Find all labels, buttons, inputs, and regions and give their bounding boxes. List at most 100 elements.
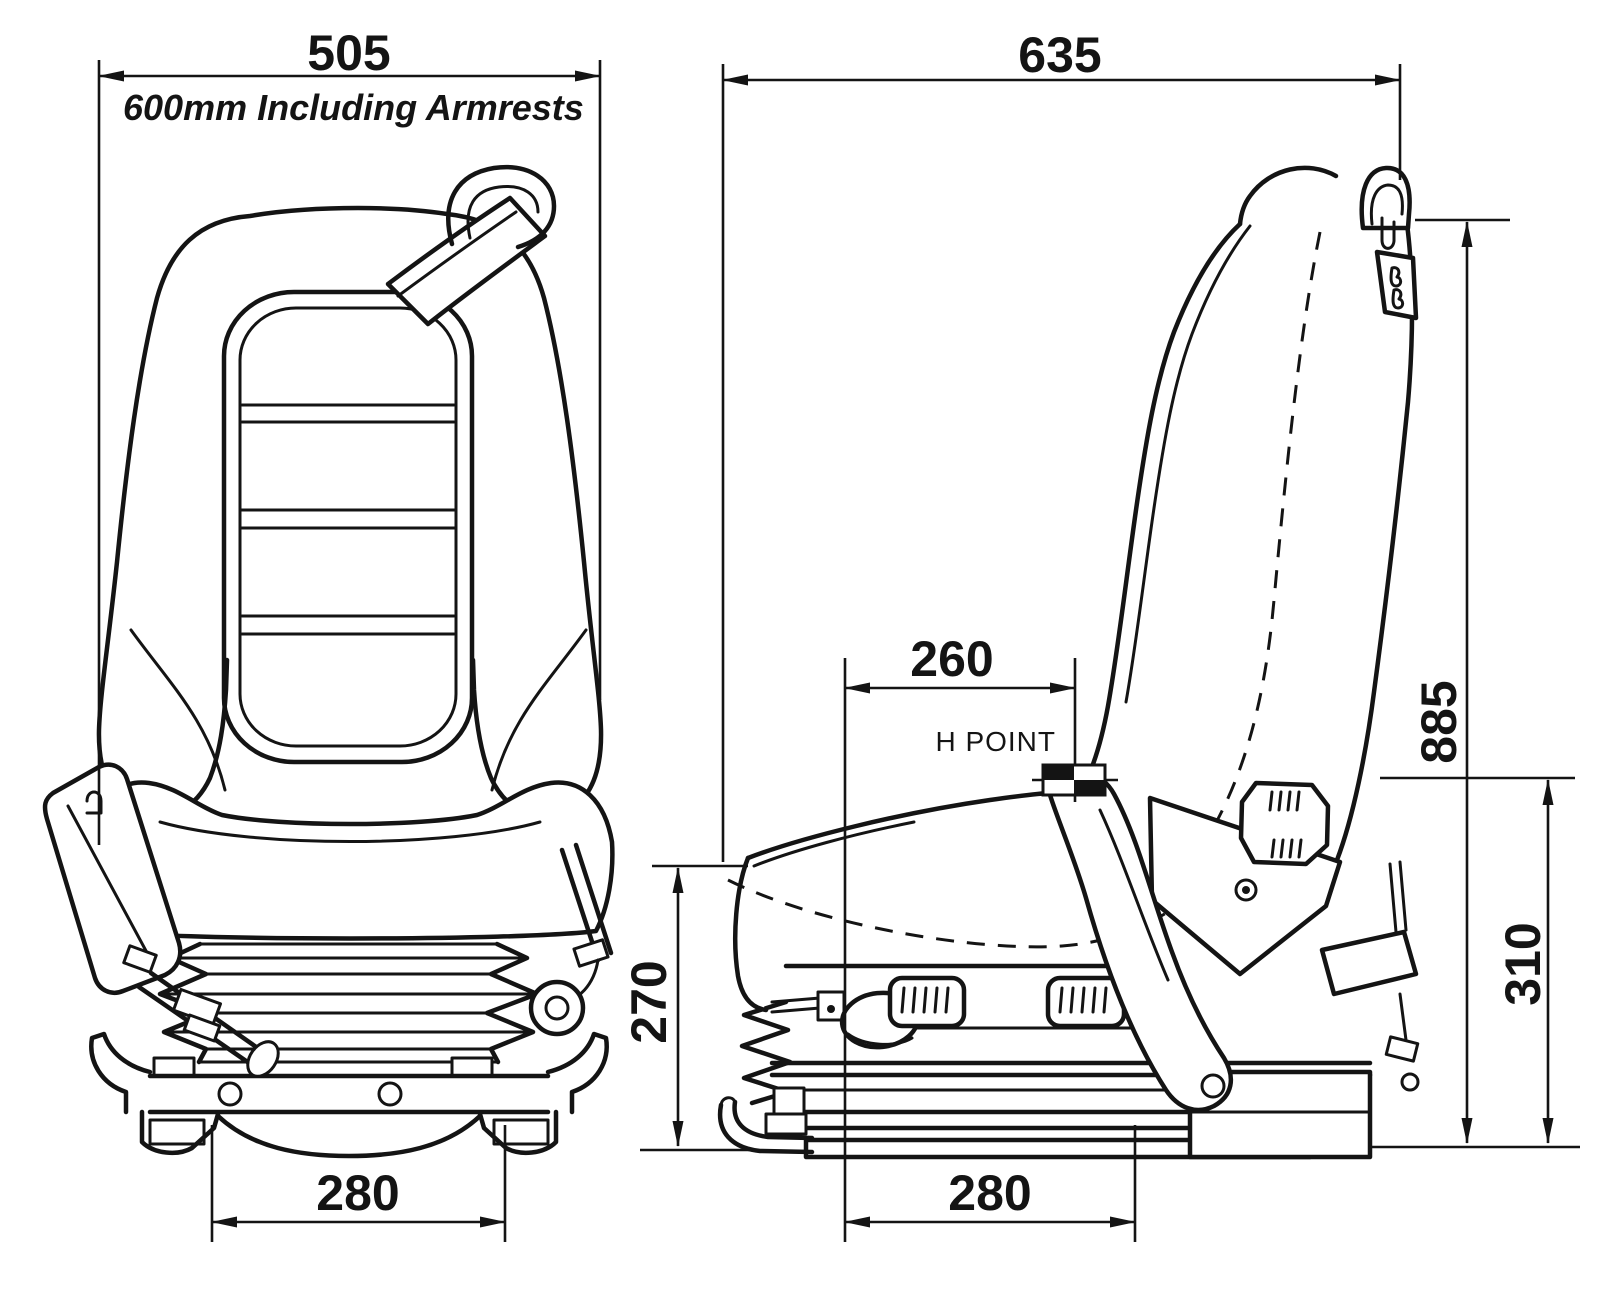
grip-hatch <box>1268 790 1274 812</box>
dim-value-280-front: 280 <box>316 1165 399 1221</box>
grip-hatch <box>1277 790 1283 812</box>
headrest-knob <box>1359 165 1412 231</box>
side-backrest-fill <box>1074 165 1413 909</box>
dim-front-rail-spacing: 280 <box>210 1125 507 1242</box>
anchor-bar <box>573 842 614 956</box>
front-cushion <box>85 780 615 941</box>
front-base-frame <box>89 1031 609 1159</box>
strap-hook-inner <box>466 185 540 240</box>
belt-clamp-lower <box>182 1013 222 1043</box>
side-suspension-pads <box>887 975 1127 1029</box>
side-headrest-mount <box>1359 165 1419 321</box>
base-foot-left <box>139 1109 221 1156</box>
front-panel-outer <box>221 289 475 765</box>
side-view-seat-drawing <box>717 165 1420 1160</box>
grip-hatch <box>1297 838 1303 859</box>
pump-valve-block <box>816 990 846 1022</box>
bracket-link <box>1398 992 1408 1042</box>
dim-overall-height: 885 <box>1411 218 1510 1144</box>
grip-hatch <box>1295 790 1301 812</box>
belt-end-loop <box>246 1040 280 1078</box>
side-cushion-fill <box>735 792 1135 1008</box>
front-belt-anchor-right <box>528 842 614 1037</box>
side-backrest-front-seam <box>1124 224 1252 704</box>
pad-hatch <box>922 986 928 1014</box>
link-rod <box>1388 862 1398 934</box>
hpoint-symbol-frame <box>1041 763 1107 797</box>
anchor-ring-hole <box>544 995 570 1021</box>
pad-hatch <box>1091 986 1097 1014</box>
pump-bulb-seam <box>846 1032 914 1046</box>
front-hook-outer <box>717 1102 815 1155</box>
grip-hatch <box>1286 790 1292 812</box>
headrest-knob-inner <box>1369 183 1404 226</box>
side-bellows <box>717 999 815 1155</box>
hpoint-symbol-quadrant <box>1043 765 1074 780</box>
front-cushion-seam <box>158 820 542 843</box>
dim-cushion-height: 270 <box>621 864 758 1152</box>
pump-tube <box>770 996 822 1004</box>
belt-stalk-slot <box>85 790 103 815</box>
plate-bolt-center <box>1242 886 1250 894</box>
base-tab-left <box>152 1056 196 1078</box>
front-view-seat-drawing <box>42 164 615 1159</box>
pump-tube <box>770 1006 822 1014</box>
pad-hatch <box>900 986 906 1014</box>
front-belt-stalk <box>42 762 280 1078</box>
lever-arm-hole <box>1200 1073 1226 1099</box>
belt-stalk-inner <box>66 804 154 964</box>
side-backrest-hidden-line <box>1210 231 1322 831</box>
side-backrest-front-edge <box>1071 221 1243 803</box>
belt-stalk-body <box>42 762 183 996</box>
bellows-right-edge <box>484 941 540 1065</box>
strap-band <box>385 195 548 327</box>
strap-band-inner <box>396 210 518 298</box>
lever-arm-seam <box>1098 808 1170 982</box>
dim-value-270: 270 <box>621 960 677 1043</box>
left-bracket-upper <box>772 1086 806 1116</box>
side-cushion-seam <box>752 820 916 868</box>
recliner-handwheel <box>1238 780 1331 867</box>
pad-hatch <box>944 986 950 1014</box>
dim-front-overall-width: 505 600mm Including Armrests <box>97 25 602 845</box>
dim-value-260: 260 <box>910 631 993 687</box>
hpoint-marker: H POINT <box>935 726 1118 797</box>
dim-side-rail-length: 280 <box>844 1125 1137 1242</box>
dim-value-310: 310 <box>1495 922 1551 1005</box>
grip-hatch <box>1288 838 1294 859</box>
anchor-nut <box>572 938 610 968</box>
pad-left <box>887 975 967 1029</box>
front-headrest-strap <box>385 164 557 327</box>
pad-hatch <box>911 986 917 1014</box>
front-backrest-outline <box>96 205 604 817</box>
dim-hpoint-setback: 260 <box>843 631 1077 1242</box>
base-foot-left-slot <box>148 1118 206 1146</box>
base-foot-right <box>477 1109 559 1156</box>
dim-value-505: 505 <box>307 25 390 81</box>
base-foot-right-slot <box>492 1118 550 1146</box>
front-hook-cap <box>719 1096 737 1107</box>
pad-hatch <box>1069 986 1075 1014</box>
headrest-stem-slot <box>1380 216 1396 250</box>
rail-hole <box>217 1081 243 1107</box>
handwheel-grip-hatches <box>1268 790 1303 859</box>
base-block-right <box>1187 1069 1373 1160</box>
pad-hatch <box>1080 986 1086 1014</box>
front-backrest-left-seam <box>129 628 227 792</box>
bracket-bolt <box>1400 1072 1420 1092</box>
dim-value-635: 635 <box>1018 27 1101 83</box>
base-tab-right <box>450 1056 494 1078</box>
left-bracket-lower <box>764 1112 808 1136</box>
dim-value-885: 885 <box>1411 680 1467 763</box>
bracket-hook-cutout <box>1391 288 1405 310</box>
side-base-frame <box>769 1026 1373 1160</box>
pad-hatch <box>933 986 939 1014</box>
recliner-lever-arm <box>1041 767 1234 1113</box>
bracket-bolt-block <box>1384 1035 1420 1063</box>
base-hook-right <box>545 1031 609 1115</box>
front-panel-stitch-lines <box>239 403 457 636</box>
dim-hpoint-height: 310 <box>1372 776 1580 1149</box>
right-bracket <box>1319 929 1419 997</box>
